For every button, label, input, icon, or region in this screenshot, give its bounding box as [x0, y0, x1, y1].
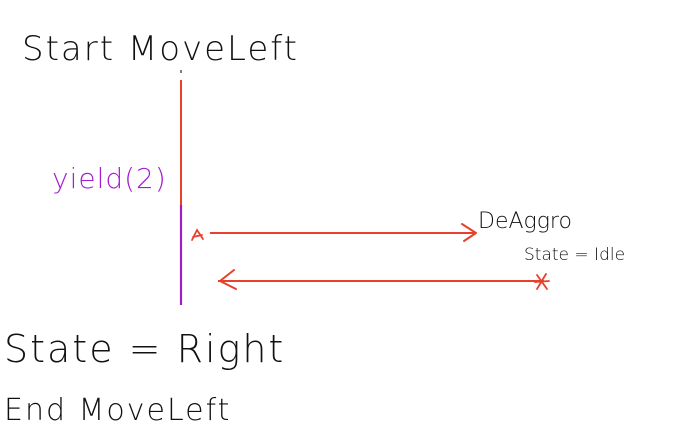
return-start-marker: [534, 273, 550, 290]
state-right-label: State = Right: [4, 327, 285, 371]
arrow-left-head: [219, 269, 237, 290]
start-marker: [191, 228, 204, 241]
arrow-right-head: [461, 223, 477, 242]
title-start-moveleft: Start MoveLeft: [22, 29, 299, 69]
state-idle-label: State = Idle: [524, 245, 625, 265]
end-moveleft-label: End MoveLeft: [4, 393, 231, 428]
deaggro-label: DeAggro: [478, 209, 572, 234]
yield-label: yield(2): [52, 162, 167, 195]
